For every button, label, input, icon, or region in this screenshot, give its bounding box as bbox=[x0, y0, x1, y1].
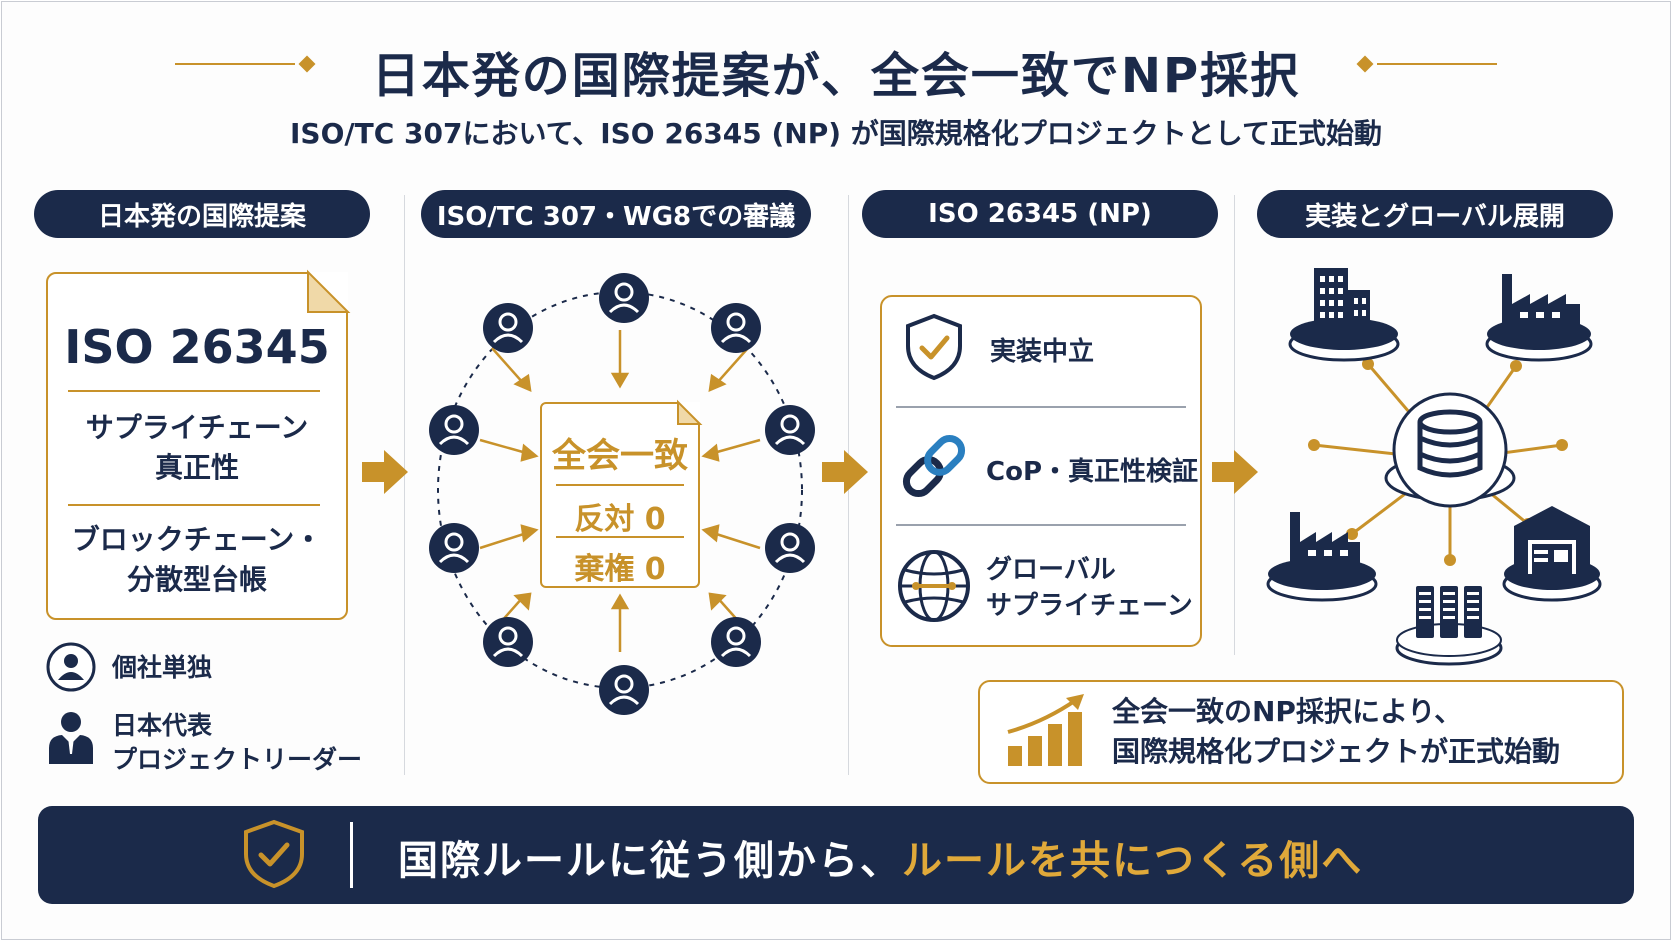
document-fold-icon bbox=[677, 399, 703, 425]
member-person-icon bbox=[711, 303, 761, 353]
member-person-icon bbox=[599, 665, 649, 715]
document-fold-icon bbox=[307, 269, 351, 313]
title-decor-line-left bbox=[175, 63, 295, 65]
result-callout bbox=[978, 680, 1624, 784]
feature-divider bbox=[896, 406, 1186, 408]
member-person-icon bbox=[599, 273, 649, 323]
feature-global-line-1: グローバル bbox=[986, 555, 1116, 585]
proposal-title: ISO 26345 bbox=[64, 320, 330, 374]
banner-message: 国際ルールに従う側から、ルールを共につくる側へ bbox=[398, 828, 1363, 886]
chain-link-icon bbox=[902, 434, 966, 498]
flow-arrow-icon bbox=[362, 450, 408, 494]
proposal-topic-2-line-1: ブロックチェーン・ bbox=[71, 523, 323, 556]
column-header-deployment: 実装とグローバル展開 bbox=[1257, 190, 1613, 238]
member-person-icon bbox=[711, 617, 761, 667]
vote-abstain-label: 棄権 0 bbox=[574, 552, 666, 587]
banner-separator bbox=[350, 822, 353, 888]
proposal-topic-1-line-1: サプライチェーン bbox=[85, 411, 309, 444]
vote-divider bbox=[556, 536, 684, 538]
member-person-icon bbox=[765, 523, 815, 573]
legend-leader-line-1: 日本代表 bbox=[112, 711, 213, 740]
proposal-topic-1-line-2: 真正性 bbox=[154, 451, 239, 484]
business-person-icon bbox=[49, 712, 93, 764]
member-circle-diagram bbox=[437, 291, 803, 689]
vote-result-document bbox=[540, 402, 700, 588]
column-header-deliberation: ISO/TC 307・WG8での審議 bbox=[421, 190, 811, 238]
member-person-icon bbox=[429, 523, 479, 573]
feature-divider bbox=[896, 524, 1186, 526]
member-person-icon bbox=[483, 617, 533, 667]
member-person-icon bbox=[765, 405, 815, 455]
doc-divider bbox=[68, 504, 320, 506]
vote-against-label: 反対 0 bbox=[574, 502, 666, 537]
proposal-document bbox=[46, 272, 348, 620]
growth-chart-icon bbox=[1007, 694, 1084, 766]
proposal-topic-2-line-2: 分散型台帳 bbox=[126, 563, 267, 596]
server-rack-icon bbox=[1395, 586, 1503, 666]
factory-icon bbox=[1485, 274, 1593, 362]
legend-leader-line-2: プロジェクトリーダー bbox=[112, 745, 363, 774]
banner-message-part-2: ルールを共につくる側へ bbox=[902, 838, 1364, 884]
flow-arrow-icon bbox=[822, 450, 868, 494]
feature-global-line-2: サプライチェーン bbox=[986, 591, 1193, 621]
page-title: 日本発の国際提案が、全会一致でNP採択 bbox=[371, 48, 1301, 104]
column-header-proposal: 日本発の国際提案 bbox=[34, 190, 370, 238]
globe-icon bbox=[898, 550, 970, 622]
legend-solo-label: 個社単独 bbox=[112, 653, 213, 682]
member-person-icon bbox=[429, 405, 479, 455]
banner-message-part-1: 国際ルールに従う側から、 bbox=[398, 838, 902, 884]
feature-implementation-neutral: 実装中立 bbox=[990, 337, 1095, 367]
vote-divider bbox=[556, 484, 684, 486]
shield-check-icon bbox=[244, 819, 304, 889]
bottom-banner bbox=[38, 806, 1634, 904]
person-circle-icon bbox=[46, 642, 96, 692]
column-header-np: ISO 26345 (NP) bbox=[862, 190, 1218, 238]
flow-arrow-icon bbox=[1212, 450, 1258, 494]
doc-divider bbox=[68, 390, 320, 392]
office-building-icon bbox=[1288, 268, 1400, 362]
vote-unanimous-label: 全会一致 bbox=[552, 436, 688, 476]
feature-cop-verification: CoP・真正性検証 bbox=[986, 457, 1198, 487]
member-person-icon bbox=[483, 303, 533, 353]
warehouse-icon bbox=[1502, 506, 1602, 602]
column-divider bbox=[1234, 195, 1235, 655]
result-line-1: 全会一致のNP採択により、 bbox=[1112, 695, 1463, 728]
result-line-2: 国際規格化プロジェクトが正式始動 bbox=[1112, 735, 1561, 768]
column-divider bbox=[404, 195, 405, 775]
title-decor-line-right bbox=[1377, 63, 1497, 65]
page-subtitle: ISO/TC 307において、ISO 26345 (NP) が国際規格化プロジェ… bbox=[290, 117, 1382, 150]
shield-check-icon bbox=[906, 313, 962, 381]
deployment-network-diagram bbox=[1308, 358, 1568, 566]
factory-icon bbox=[1266, 512, 1378, 602]
